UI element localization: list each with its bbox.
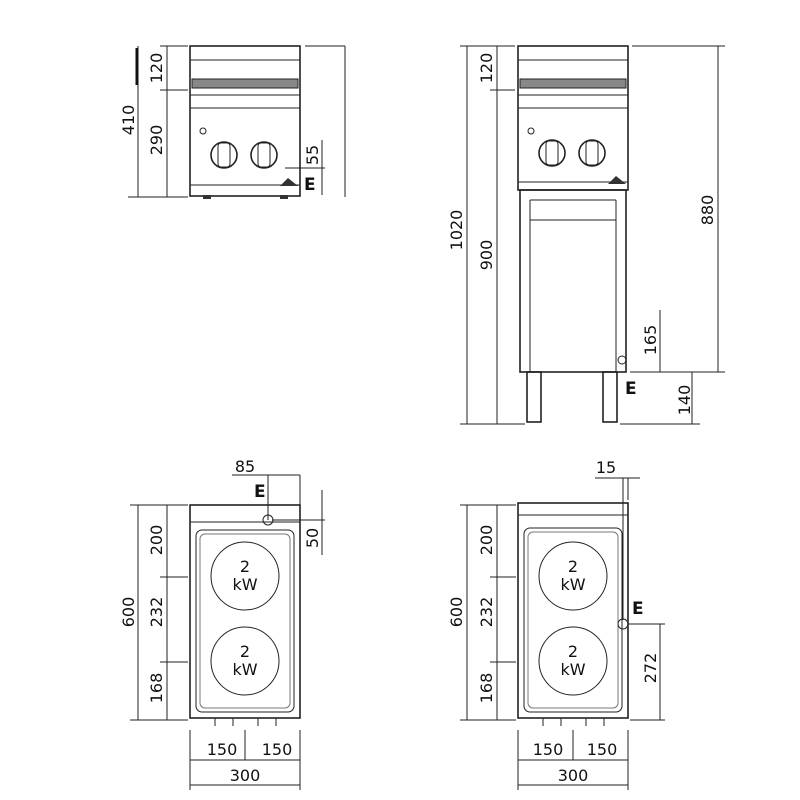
hotplate-unit: kW — [560, 660, 585, 679]
dim-total-depth: 600 — [447, 597, 466, 628]
dim-rear: 200 — [477, 525, 496, 556]
dim-connection-height: 55 — [303, 145, 322, 165]
hotplate-unit: kW — [560, 575, 585, 594]
dim-offset-right: 50 — [303, 528, 322, 548]
dim-top-height: 120 — [147, 53, 166, 84]
connection-point-icon — [617, 618, 629, 630]
hob-top — [189, 504, 301, 719]
dim-middle: 232 — [477, 597, 496, 628]
leg — [526, 371, 542, 423]
dim-rear: 200 — [147, 525, 166, 556]
appliance-body — [517, 45, 629, 191]
control-knob — [538, 139, 566, 167]
equipotential-icon — [280, 178, 298, 186]
dim-body-height: 900 — [477, 240, 496, 271]
hotplate-power: 2 — [568, 642, 578, 661]
hob-top — [517, 502, 629, 719]
backsplash-edge — [191, 78, 299, 89]
hotplate-unit: kW — [232, 575, 257, 594]
dim-leg-height: 140 — [675, 385, 694, 416]
hotplate: 2 kW — [210, 541, 280, 611]
front-view: 410 120 290 55 E — [119, 45, 346, 199]
foot — [203, 195, 211, 199]
dim-offset-top: 85 — [235, 457, 255, 476]
dim-total-height: 410 — [119, 105, 138, 136]
dim-top-height: 120 — [477, 53, 496, 84]
dim-half-right: 150 — [262, 740, 293, 759]
hotplate: 2 kW — [538, 626, 608, 696]
appliance-body — [189, 45, 301, 197]
control-knob — [210, 141, 238, 169]
dim-front: 168 — [477, 673, 496, 704]
dim-half-right: 150 — [587, 740, 618, 759]
hotplate-unit: kW — [232, 660, 257, 679]
indicator-light-icon — [199, 127, 207, 135]
hotplate-power: 2 — [240, 557, 250, 576]
dim-middle: 232 — [147, 597, 166, 628]
dim-offset-top: 15 — [596, 458, 616, 477]
connection-label: E — [625, 379, 637, 399]
stand-view: 1020 120 900 880 165 140 E — [447, 45, 725, 425]
dim-width: 300 — [558, 766, 589, 785]
connection-label: E — [632, 599, 644, 619]
plan-view-left: 2 kW 2 kW 600 200 232 168 150 150 300 85… — [119, 457, 325, 790]
dim-total-depth: 600 — [119, 597, 138, 628]
dim-width: 300 — [230, 766, 261, 785]
dim-panel-height: 290 — [147, 125, 166, 156]
dim-total-height: 1020 — [447, 210, 466, 251]
dim-half-left: 150 — [207, 740, 238, 759]
hotplate-power: 2 — [568, 557, 578, 576]
hotplate-power: 2 — [240, 642, 250, 661]
indicator-light-icon — [527, 127, 535, 135]
dim-connection-height: 165 — [641, 325, 660, 356]
foot — [280, 195, 288, 199]
stand-cabinet — [519, 189, 627, 373]
plan-view-right: 2 kW 2 kW 600 200 232 168 150 150 300 15… — [447, 458, 665, 790]
control-knob — [578, 139, 606, 167]
dim-half-left: 150 — [533, 740, 564, 759]
dim-work-height: 880 — [698, 195, 717, 226]
dim-connection-from-front: 272 — [641, 653, 660, 684]
connection-label: E — [304, 175, 316, 195]
dim-front: 168 — [147, 673, 166, 704]
hotplate: 2 kW — [538, 541, 608, 611]
leg — [602, 371, 618, 423]
hotplate: 2 kW — [210, 626, 280, 696]
connection-label: E — [254, 482, 266, 502]
control-knob — [250, 141, 278, 169]
